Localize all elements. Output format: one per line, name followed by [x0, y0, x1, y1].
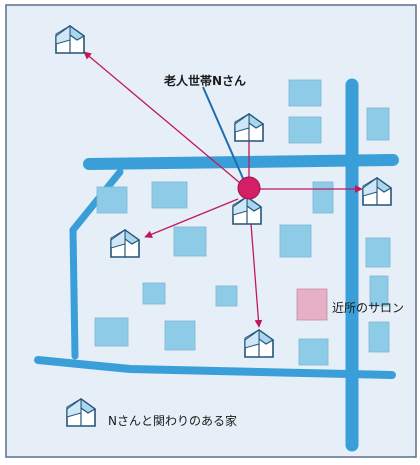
arrow-to-house-nw	[83, 51, 241, 184]
block	[164, 320, 196, 351]
block	[368, 321, 390, 353]
salon-building	[296, 288, 328, 321]
block	[366, 107, 390, 141]
block	[94, 317, 129, 347]
block	[173, 226, 207, 257]
road-horizontal-lower	[34, 356, 396, 379]
block	[96, 186, 128, 214]
household-pointer-line	[202, 86, 246, 184]
building-blocks	[94, 79, 391, 366]
block	[369, 275, 389, 307]
household-marker-icon	[237, 176, 261, 200]
block	[215, 285, 238, 307]
block	[288, 116, 322, 144]
road-horizontal-upper	[83, 154, 399, 170]
salon-label: 近所のサロン	[332, 301, 405, 315]
block	[288, 79, 322, 107]
block	[279, 224, 312, 258]
block	[298, 338, 329, 366]
block	[365, 237, 391, 268]
legend-label: Nさんと関わりのある家	[108, 414, 237, 428]
arrow-to-house-west	[144, 198, 239, 238]
block	[312, 181, 334, 214]
block	[151, 181, 188, 209]
block	[142, 282, 166, 305]
household-label: 老人世帯Nさん	[164, 74, 247, 88]
